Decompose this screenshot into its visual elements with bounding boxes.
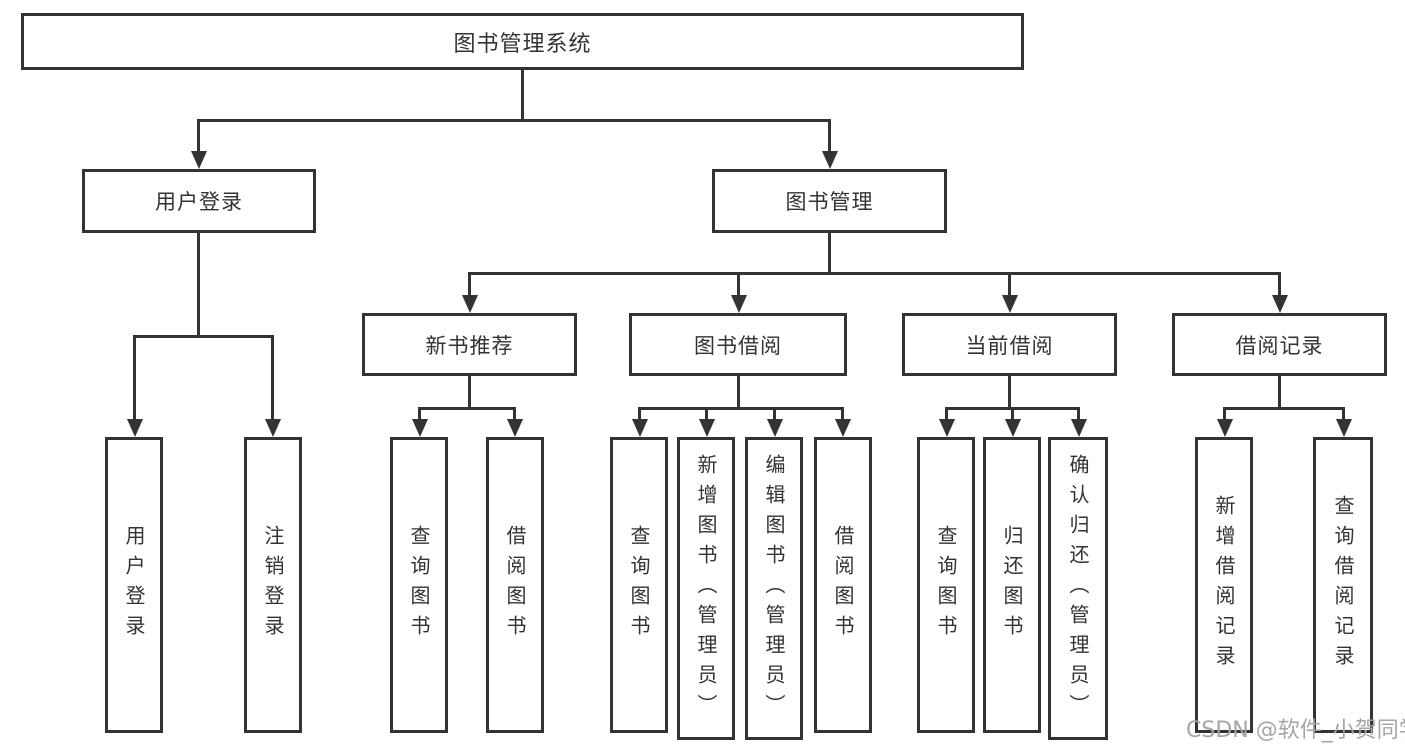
csdn-watermark: CSDN @软件_小贺同学 bbox=[1186, 718, 1405, 743]
connector-vline bbox=[1278, 376, 1281, 410]
connector-hline bbox=[638, 407, 844, 410]
arrow-down-icon bbox=[271, 335, 274, 419]
connector-vline bbox=[468, 376, 471, 410]
connector-hline bbox=[1223, 407, 1345, 410]
arrow-down-icon bbox=[1011, 407, 1014, 419]
leaf-label: 查询借阅记录 bbox=[1331, 495, 1355, 675]
leaf-return-books: 归还图书 bbox=[983, 437, 1041, 733]
arrow-down-icon bbox=[705, 407, 708, 419]
leaf-label: 新增借阅记录 bbox=[1212, 495, 1236, 675]
node-current-borrowing: 当前借阅 bbox=[902, 313, 1117, 376]
arrow-down-icon bbox=[1278, 272, 1281, 295]
arrow-down-icon bbox=[418, 407, 421, 419]
arrow-down-icon bbox=[1223, 407, 1226, 419]
arrow-down-icon bbox=[841, 407, 844, 419]
leaf-label: 编辑图书（管理员） bbox=[762, 453, 786, 724]
node-book-borrowing: 图书借阅 bbox=[629, 313, 847, 376]
leaf-label: 查询图书 bbox=[934, 525, 958, 645]
arrow-down-icon bbox=[945, 407, 948, 419]
connector-hline bbox=[133, 335, 274, 338]
connector-vline bbox=[828, 233, 831, 275]
leaf-borrow-books-recommend: 借阅图书 bbox=[486, 437, 544, 733]
leaf-label: 借阅图书 bbox=[503, 525, 527, 645]
leaf-edit-books-admin: 编辑图书（管理员） bbox=[745, 437, 803, 740]
leaf-label: 查询图书 bbox=[627, 525, 651, 645]
leaf-query-borrow-record: 查询借阅记录 bbox=[1313, 437, 1373, 733]
leaf-user-login: 用户登录 bbox=[105, 437, 163, 733]
arrow-down-icon bbox=[638, 407, 641, 419]
connector-hline bbox=[197, 119, 831, 122]
leaf-confirm-return-admin: 确认归还（管理员） bbox=[1048, 437, 1108, 740]
arrow-down-icon bbox=[737, 272, 740, 295]
node-user-login: 用户登录 bbox=[82, 169, 316, 233]
leaf-label: 注销登录 bbox=[261, 525, 285, 645]
connector-vline bbox=[1008, 376, 1011, 410]
node-book-management: 图书管理 bbox=[712, 169, 947, 233]
node-borrowing-records: 借阅记录 bbox=[1172, 313, 1387, 376]
node-root: 图书管理系统 bbox=[21, 13, 1024, 70]
leaf-query-books-recommend: 查询图书 bbox=[390, 437, 448, 733]
arrow-down-icon bbox=[133, 335, 136, 419]
leaf-query-books-current: 查询图书 bbox=[917, 437, 975, 733]
arrow-down-icon bbox=[197, 119, 200, 151]
connector-hline bbox=[468, 272, 1281, 275]
leaf-label: 确认归还（管理员） bbox=[1066, 453, 1090, 724]
connector-vline bbox=[521, 70, 524, 122]
leaf-logout: 注销登录 bbox=[244, 437, 302, 733]
leaf-label: 归还图书 bbox=[1000, 525, 1024, 645]
leaf-borrow-books-borrowing: 借阅图书 bbox=[814, 437, 872, 733]
arrow-down-icon bbox=[1342, 407, 1345, 419]
connector-vline bbox=[737, 376, 740, 410]
node-new-book-recommend: 新书推荐 bbox=[362, 313, 577, 376]
connector-vline bbox=[197, 233, 200, 338]
leaf-label: 查询图书 bbox=[407, 525, 431, 645]
leaf-label: 用户登录 bbox=[122, 525, 146, 645]
arrow-down-icon bbox=[1008, 272, 1011, 295]
arrow-down-icon bbox=[773, 407, 776, 419]
arrow-down-icon bbox=[513, 407, 516, 419]
leaf-label: 新增图书（管理员） bbox=[694, 453, 718, 724]
leaf-label: 借阅图书 bbox=[831, 525, 855, 645]
arrow-down-icon bbox=[468, 272, 471, 295]
leaf-add-borrow-record: 新增借阅记录 bbox=[1195, 437, 1253, 733]
arrow-down-icon bbox=[828, 119, 831, 151]
arrow-down-icon bbox=[1077, 407, 1080, 419]
leaf-query-books-borrowing: 查询图书 bbox=[610, 437, 668, 733]
leaf-add-books-admin: 新增图书（管理员） bbox=[677, 437, 735, 740]
connector-hline bbox=[418, 407, 516, 410]
